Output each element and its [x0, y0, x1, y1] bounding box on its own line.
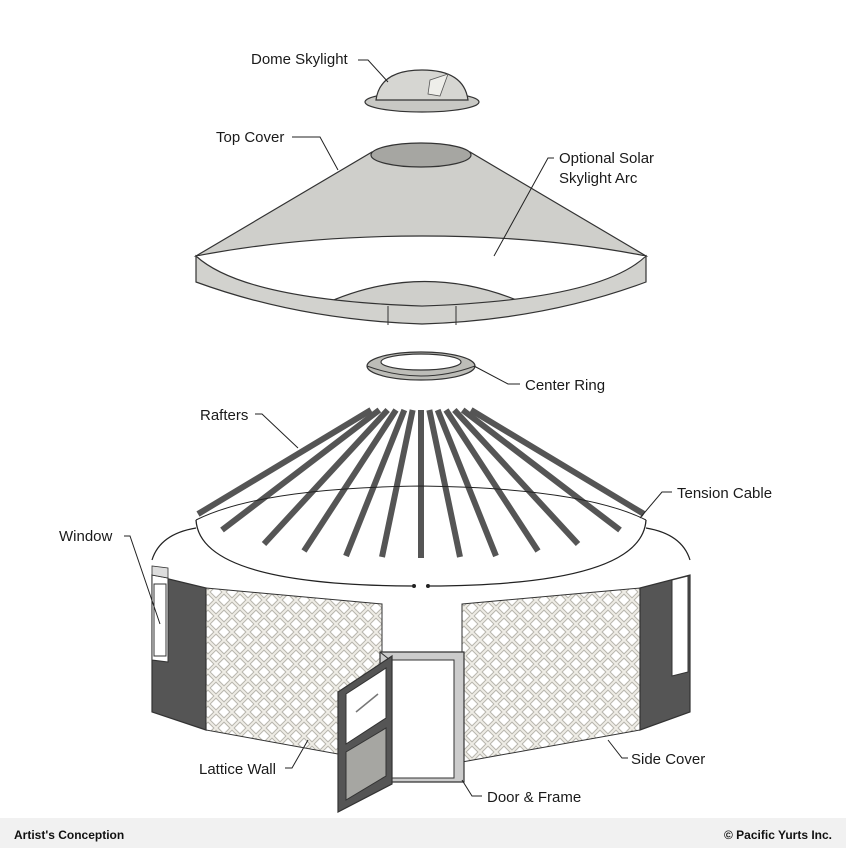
footer-copyright: © Pacific Yurts Inc.	[724, 828, 832, 842]
label-door-frame: Door & Frame	[487, 789, 581, 806]
footer-artist-conception: Artist's Conception	[14, 828, 124, 842]
label-window: Window	[59, 528, 113, 545]
rafters	[196, 407, 646, 558]
label-lattice-wall: Lattice Wall	[199, 761, 276, 778]
label-top-cover: Top Cover	[216, 129, 284, 146]
rafter	[460, 407, 622, 533]
rafter	[426, 409, 463, 558]
door	[337, 654, 393, 813]
top-cover	[193, 142, 649, 325]
dome-skylight	[364, 69, 480, 113]
label-solar-skylight-line1: Optional Solar	[559, 150, 654, 167]
rafter	[261, 407, 390, 547]
rafter	[220, 407, 382, 533]
label-rafters: Rafters	[200, 407, 248, 424]
rafter	[196, 407, 373, 517]
label-side-cover: Side Cover	[631, 751, 705, 768]
rafter	[301, 408, 399, 553]
rafter	[452, 407, 581, 547]
rafter	[379, 409, 416, 558]
top-cover-opening	[370, 142, 472, 168]
leader-lines	[124, 59, 672, 797]
footer-band	[0, 818, 846, 848]
tension-cable	[195, 485, 647, 588]
rafter	[434, 408, 499, 558]
label-tension-cable: Tension Cable	[677, 485, 772, 502]
rafter	[469, 407, 646, 517]
rafter	[443, 408, 541, 553]
label-solar-skylight-line2: Skylight Arc	[559, 170, 638, 187]
window	[153, 583, 167, 657]
door-frame	[379, 651, 465, 783]
center-ring	[366, 351, 476, 381]
label-dome-skylight: Dome Skylight	[251, 51, 349, 68]
label-center-ring: Center Ring	[525, 377, 605, 394]
right-side-cover	[639, 574, 691, 731]
rafter	[343, 408, 408, 558]
lattice-wall-right	[461, 587, 641, 763]
